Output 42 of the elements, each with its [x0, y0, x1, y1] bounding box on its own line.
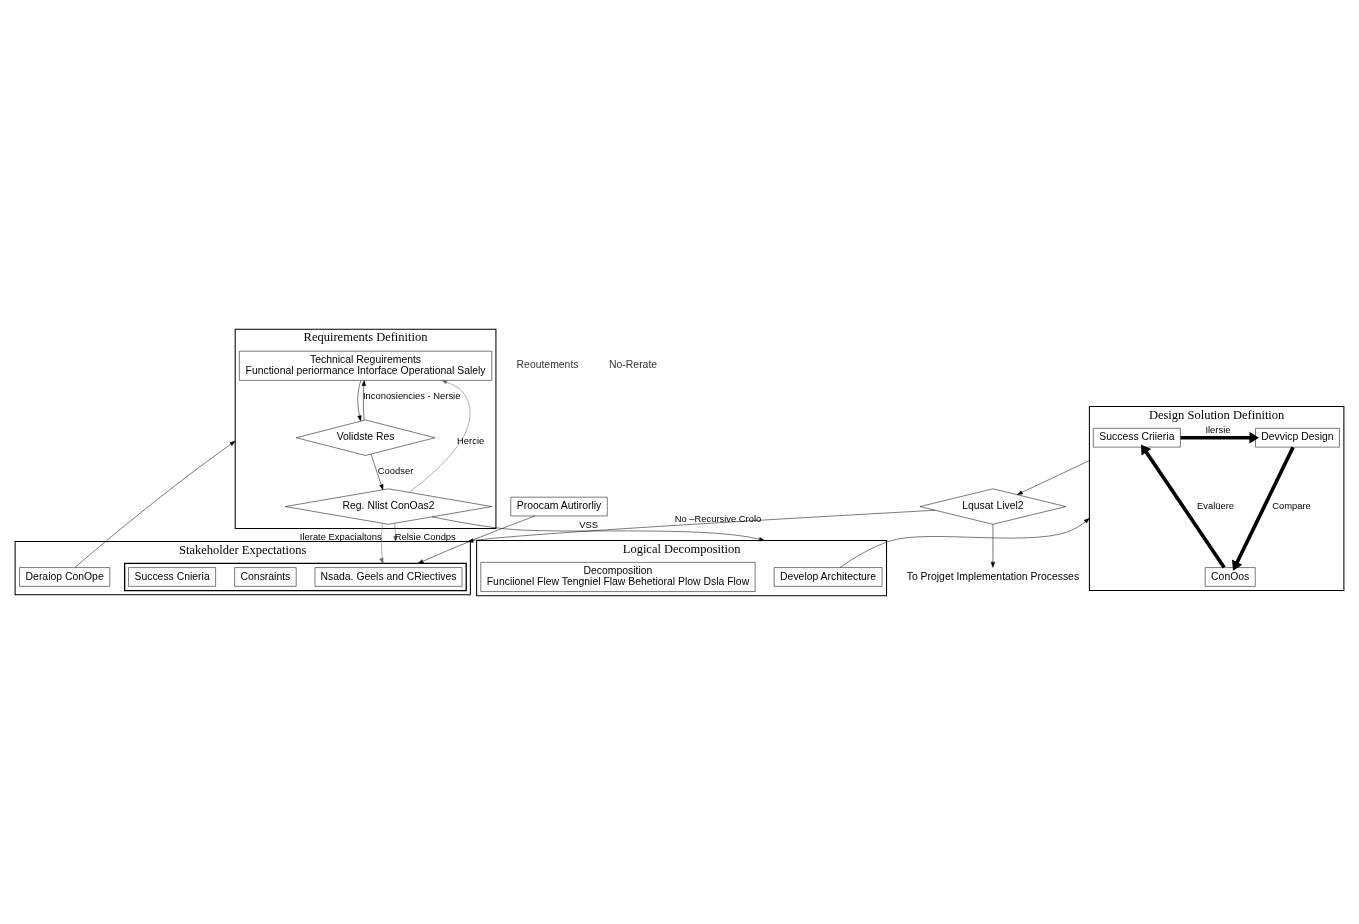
node-box: Decomposition Funciionel Flew Tengniel Flaw Behetioral Plow Dsla Flow — [480, 561, 756, 592]
edge-label: Inconosiencies - Nersie — [362, 390, 461, 401]
node-diamond: Reg. Nlist ConOas2 — [285, 488, 492, 525]
edge-label: Ilersie — [1205, 424, 1231, 435]
arrow — [467, 509, 936, 543]
label: Reoutements — [516, 358, 579, 370]
edge-label: No –Recursive Crolo — [674, 513, 762, 524]
arrow — [370, 453, 384, 490]
edge-label: Evalüere — [1197, 500, 1235, 511]
node-box: ConOos — [1204, 566, 1256, 587]
node-text: To Projget Implementation Processes — [906, 570, 1080, 582]
arrow — [1016, 459, 1090, 495]
arrow — [357, 379, 362, 421]
arrow — [408, 379, 471, 492]
edge-label: Relsie Condps — [394, 531, 456, 542]
arrow — [839, 517, 1090, 568]
arrow — [1180, 431, 1259, 444]
node-diamond: Volidste Res — [295, 419, 436, 456]
edge-label: Coodser — [377, 465, 414, 476]
node-box: Develop Architecture — [773, 566, 883, 587]
arrow — [417, 515, 536, 564]
label: No-Rerate — [609, 358, 658, 370]
node-box: Technical Reguirements Functional periormance Intorface Operational Salely — [239, 350, 492, 381]
node-box: Deraiop ConOpe — [19, 566, 111, 587]
edge-label: Compare — [1272, 500, 1311, 511]
node-box: Success Criieria — [1093, 427, 1181, 447]
node-box: Success Cnieria — [128, 566, 216, 587]
arrow — [1141, 443, 1226, 569]
edge-label: Hercie — [457, 435, 485, 446]
edge-label: Ilerate Expacialtons — [299, 531, 382, 542]
node-box: Proocam Autirorliy — [510, 496, 608, 516]
node-box: Consraints — [234, 566, 297, 587]
cluster — [123, 562, 467, 591]
arrow — [379, 522, 384, 564]
edge-label: VSS — [579, 519, 598, 530]
node-box: Devvicp Design — [1255, 427, 1340, 447]
arrow — [361, 379, 366, 420]
node-box: Nsada. Geels and CRiectives — [314, 566, 463, 587]
arrow — [74, 440, 236, 568]
arrow — [990, 523, 995, 568]
arrow — [393, 522, 398, 542]
arrow — [1231, 446, 1295, 571]
